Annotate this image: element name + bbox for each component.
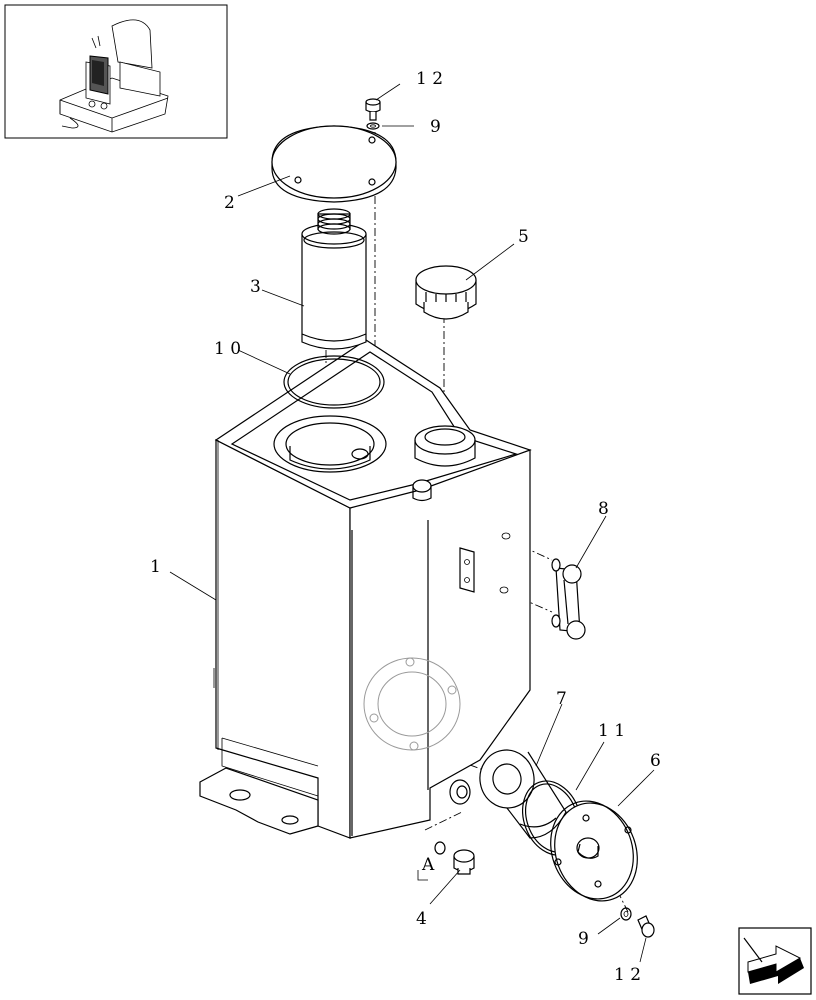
callout-12-bottom: 1 2 [614,965,641,985]
callout-labels: 1 2 9 2 3 5 1 0 8 1 7 1 1 6 A 4 9 1 2 [150,69,661,985]
oil-level-gauge[interactable] [551,558,586,640]
washer-top[interactable] [366,122,380,130]
callout-9-bottom: 9 [578,929,589,949]
callout-6: 6 [650,751,661,771]
callout-3: 3 [250,277,261,297]
callout-9-top: 9 [430,117,441,137]
callout-11: 1 1 [598,721,625,741]
callout-12-top: 1 2 [416,69,443,89]
callout-1: 1 [150,557,161,577]
callout-8: 8 [598,499,609,519]
callout-10: 1 0 [214,339,241,359]
bolt-top[interactable] [365,98,381,121]
callout-5: 5 [518,227,529,247]
callout-4: 4 [416,909,427,929]
machine-locator-thumbnail[interactable] [4,4,228,139]
breather-filler-cap[interactable] [415,265,477,320]
bolt-bottom[interactable] [637,915,655,938]
drain-plug[interactable] [417,841,475,881]
next-page-arrow-icon[interactable] [738,927,812,995]
return-filter-element[interactable] [301,208,367,350]
suction-strainer[interactable] [475,746,567,839]
leader-lines [169,83,655,963]
callout-2: 2 [224,193,235,213]
detail-a-label: A [421,855,435,875]
hydraulic-tank-body[interactable] [199,339,532,839]
callout-7: 7 [556,689,567,709]
tank-cover-plate[interactable] [271,125,397,203]
o-ring-filter[interactable] [283,355,385,409]
washer-bottom[interactable] [620,907,632,921]
suction-flange-cover[interactable] [537,789,650,912]
